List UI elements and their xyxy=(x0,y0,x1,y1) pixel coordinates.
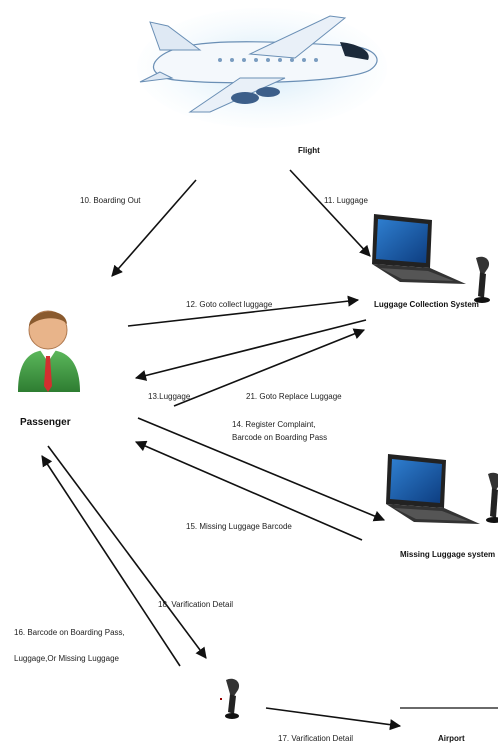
laptop-icon xyxy=(386,454,480,524)
node-label-airport: Airport xyxy=(438,734,465,743)
edge-label-16-line1: 16. Barcode on Boarding Pass, xyxy=(14,628,125,637)
edge-label-12: 12. Goto collect luggage xyxy=(186,300,273,309)
edge-label-13: 13.Luggage xyxy=(148,392,191,401)
node-label-flight: Flight xyxy=(298,146,320,155)
arrow-17-verification xyxy=(265,707,402,731)
barcode-scanner-icon xyxy=(486,472,498,523)
arrow-16-barcode xyxy=(41,455,181,667)
arrow-14-register-complaint xyxy=(137,417,386,522)
arrow-18-verification xyxy=(47,445,207,659)
edge-label-10: 10. Boarding Out xyxy=(80,196,141,205)
edge-label-18: 18. Varification Detail xyxy=(158,600,233,609)
edge-label-11: 11. Luggage xyxy=(324,196,368,205)
node-label-missing-luggage: Missing Luggage system xyxy=(400,550,496,559)
edge-label-14-line2: Barcode on Boarding Pass xyxy=(232,433,328,442)
arrow-15-missing-barcode xyxy=(134,440,363,541)
node-label-passenger: Passenger xyxy=(20,417,71,428)
airplane-icon xyxy=(137,8,387,128)
passenger-icon xyxy=(18,310,80,392)
barcode-scanner-icon xyxy=(220,678,240,719)
node-label-luggage-collection: Luggage Collection System xyxy=(374,300,479,309)
arrow-11-luggage xyxy=(289,169,371,257)
edge-label-21: 21. Goto Replace Luggage xyxy=(246,392,342,401)
edge-label-17: 17. Varification Detail xyxy=(278,734,353,743)
barcode-scanner-icon xyxy=(474,256,490,303)
edge-label-14-line1: 14. Register Complaint, xyxy=(232,420,316,429)
edge-label-15: 15. Missing Luggage Barcode xyxy=(186,522,292,531)
arrow-10-boarding-out xyxy=(111,179,197,277)
laptop-icon xyxy=(372,214,466,284)
arrow-12-goto-collect xyxy=(127,295,360,327)
edge-label-16-line2: Luggage,Or Missing Luggage xyxy=(14,654,119,663)
arrow-21-goto-replace xyxy=(173,328,366,407)
arrow-13-luggage xyxy=(134,319,367,381)
